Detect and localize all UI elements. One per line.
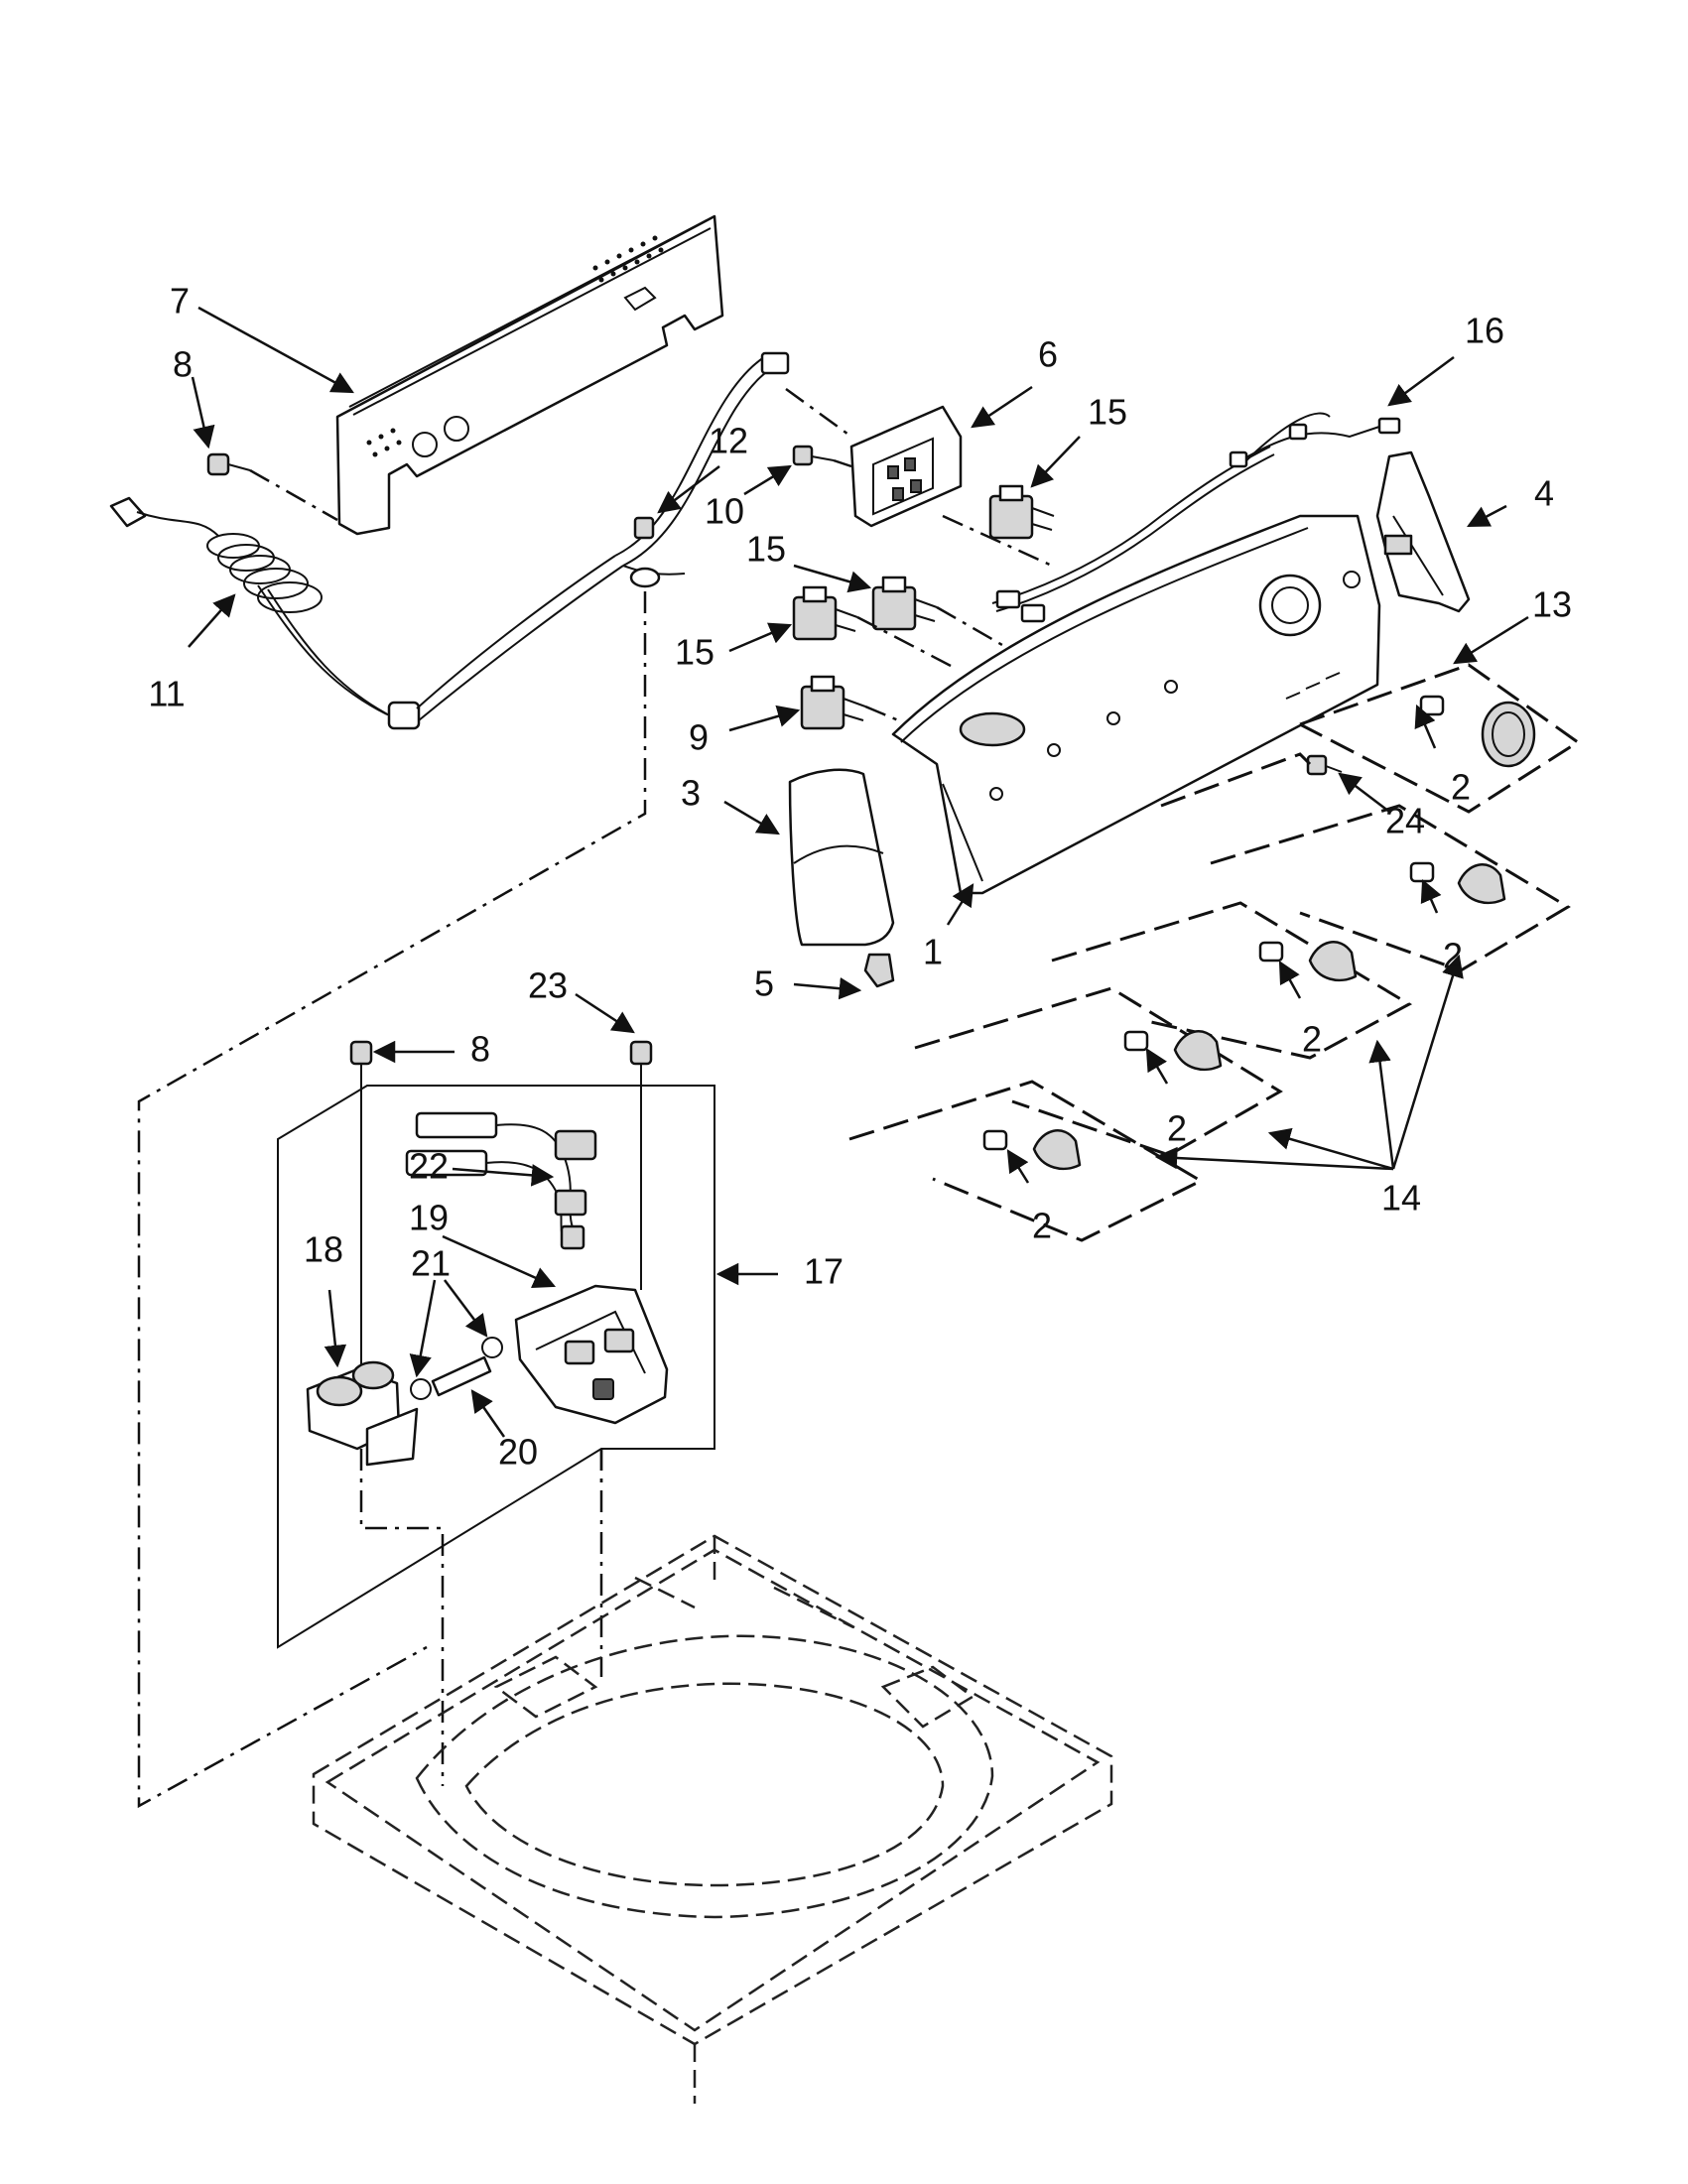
callout-2: 2 [1302, 1019, 1322, 1060]
callout-23: 23 [528, 965, 568, 1006]
control-board-part [849, 405, 963, 528]
knob-part [1258, 941, 1358, 981]
dispenser-part [514, 1284, 669, 1425]
screw-part [1306, 754, 1343, 776]
wire-harness-part [991, 412, 1401, 623]
ground-screw-part [629, 516, 661, 588]
callout-24: 24 [1385, 801, 1425, 841]
callout-20: 20 [498, 1432, 538, 1473]
knob-part [1123, 1030, 1223, 1071]
callout-1: 1 [923, 932, 943, 972]
hose-clamp-part [410, 1337, 503, 1400]
hose-part [431, 1355, 492, 1397]
switch-part [792, 585, 858, 641]
callout-19: 19 [409, 1198, 449, 1238]
knob-part [1419, 695, 1536, 768]
callout-15: 15 [1088, 392, 1127, 433]
clip-part [863, 953, 895, 988]
valve-harness-part [405, 1111, 597, 1250]
switch-part [871, 576, 938, 631]
end-cap-left-part [788, 768, 895, 947]
screw-part [349, 1040, 373, 1086]
callout-8: 8 [470, 1029, 490, 1070]
switch-part [800, 675, 866, 730]
water-valve-part [306, 1360, 419, 1467]
callout-11: 11 [148, 674, 185, 714]
callout-3: 3 [681, 773, 701, 814]
callout-16: 16 [1465, 311, 1504, 351]
callout-13: 13 [1532, 584, 1572, 625]
screw-part [792, 445, 835, 466]
callout-15: 15 [746, 529, 786, 570]
callout-22: 22 [409, 1146, 449, 1187]
callout-17: 17 [804, 1251, 844, 1292]
callout-4: 4 [1534, 473, 1554, 514]
callout-8: 8 [173, 344, 193, 385]
callout-10: 10 [705, 491, 744, 532]
knob-part [982, 1129, 1082, 1170]
callout-2: 2 [1451, 767, 1471, 808]
callout-18: 18 [304, 1229, 343, 1270]
switch-part [988, 484, 1055, 540]
callout-14: 14 [1381, 1178, 1421, 1219]
rear-panel-part [335, 214, 724, 536]
callout-2: 2 [1167, 1108, 1187, 1149]
end-cap-right-part [1375, 450, 1471, 613]
callout-2: 2 [1032, 1206, 1052, 1246]
callout-6: 6 [1038, 334, 1058, 375]
callout-15: 15 [675, 632, 714, 673]
callout-7: 7 [170, 281, 190, 321]
screw-part [629, 1040, 653, 1086]
callout-12: 12 [709, 421, 748, 461]
power-cord-part [109, 351, 790, 730]
console-part [891, 514, 1381, 895]
callout-21: 21 [411, 1243, 451, 1284]
callout-9: 9 [689, 717, 709, 758]
cabinet-top-part [312, 1534, 1113, 2104]
callout-2: 2 [1443, 936, 1463, 976]
knob-part [1409, 861, 1506, 904]
screw-part [206, 452, 251, 476]
callout-5: 5 [754, 964, 774, 1004]
